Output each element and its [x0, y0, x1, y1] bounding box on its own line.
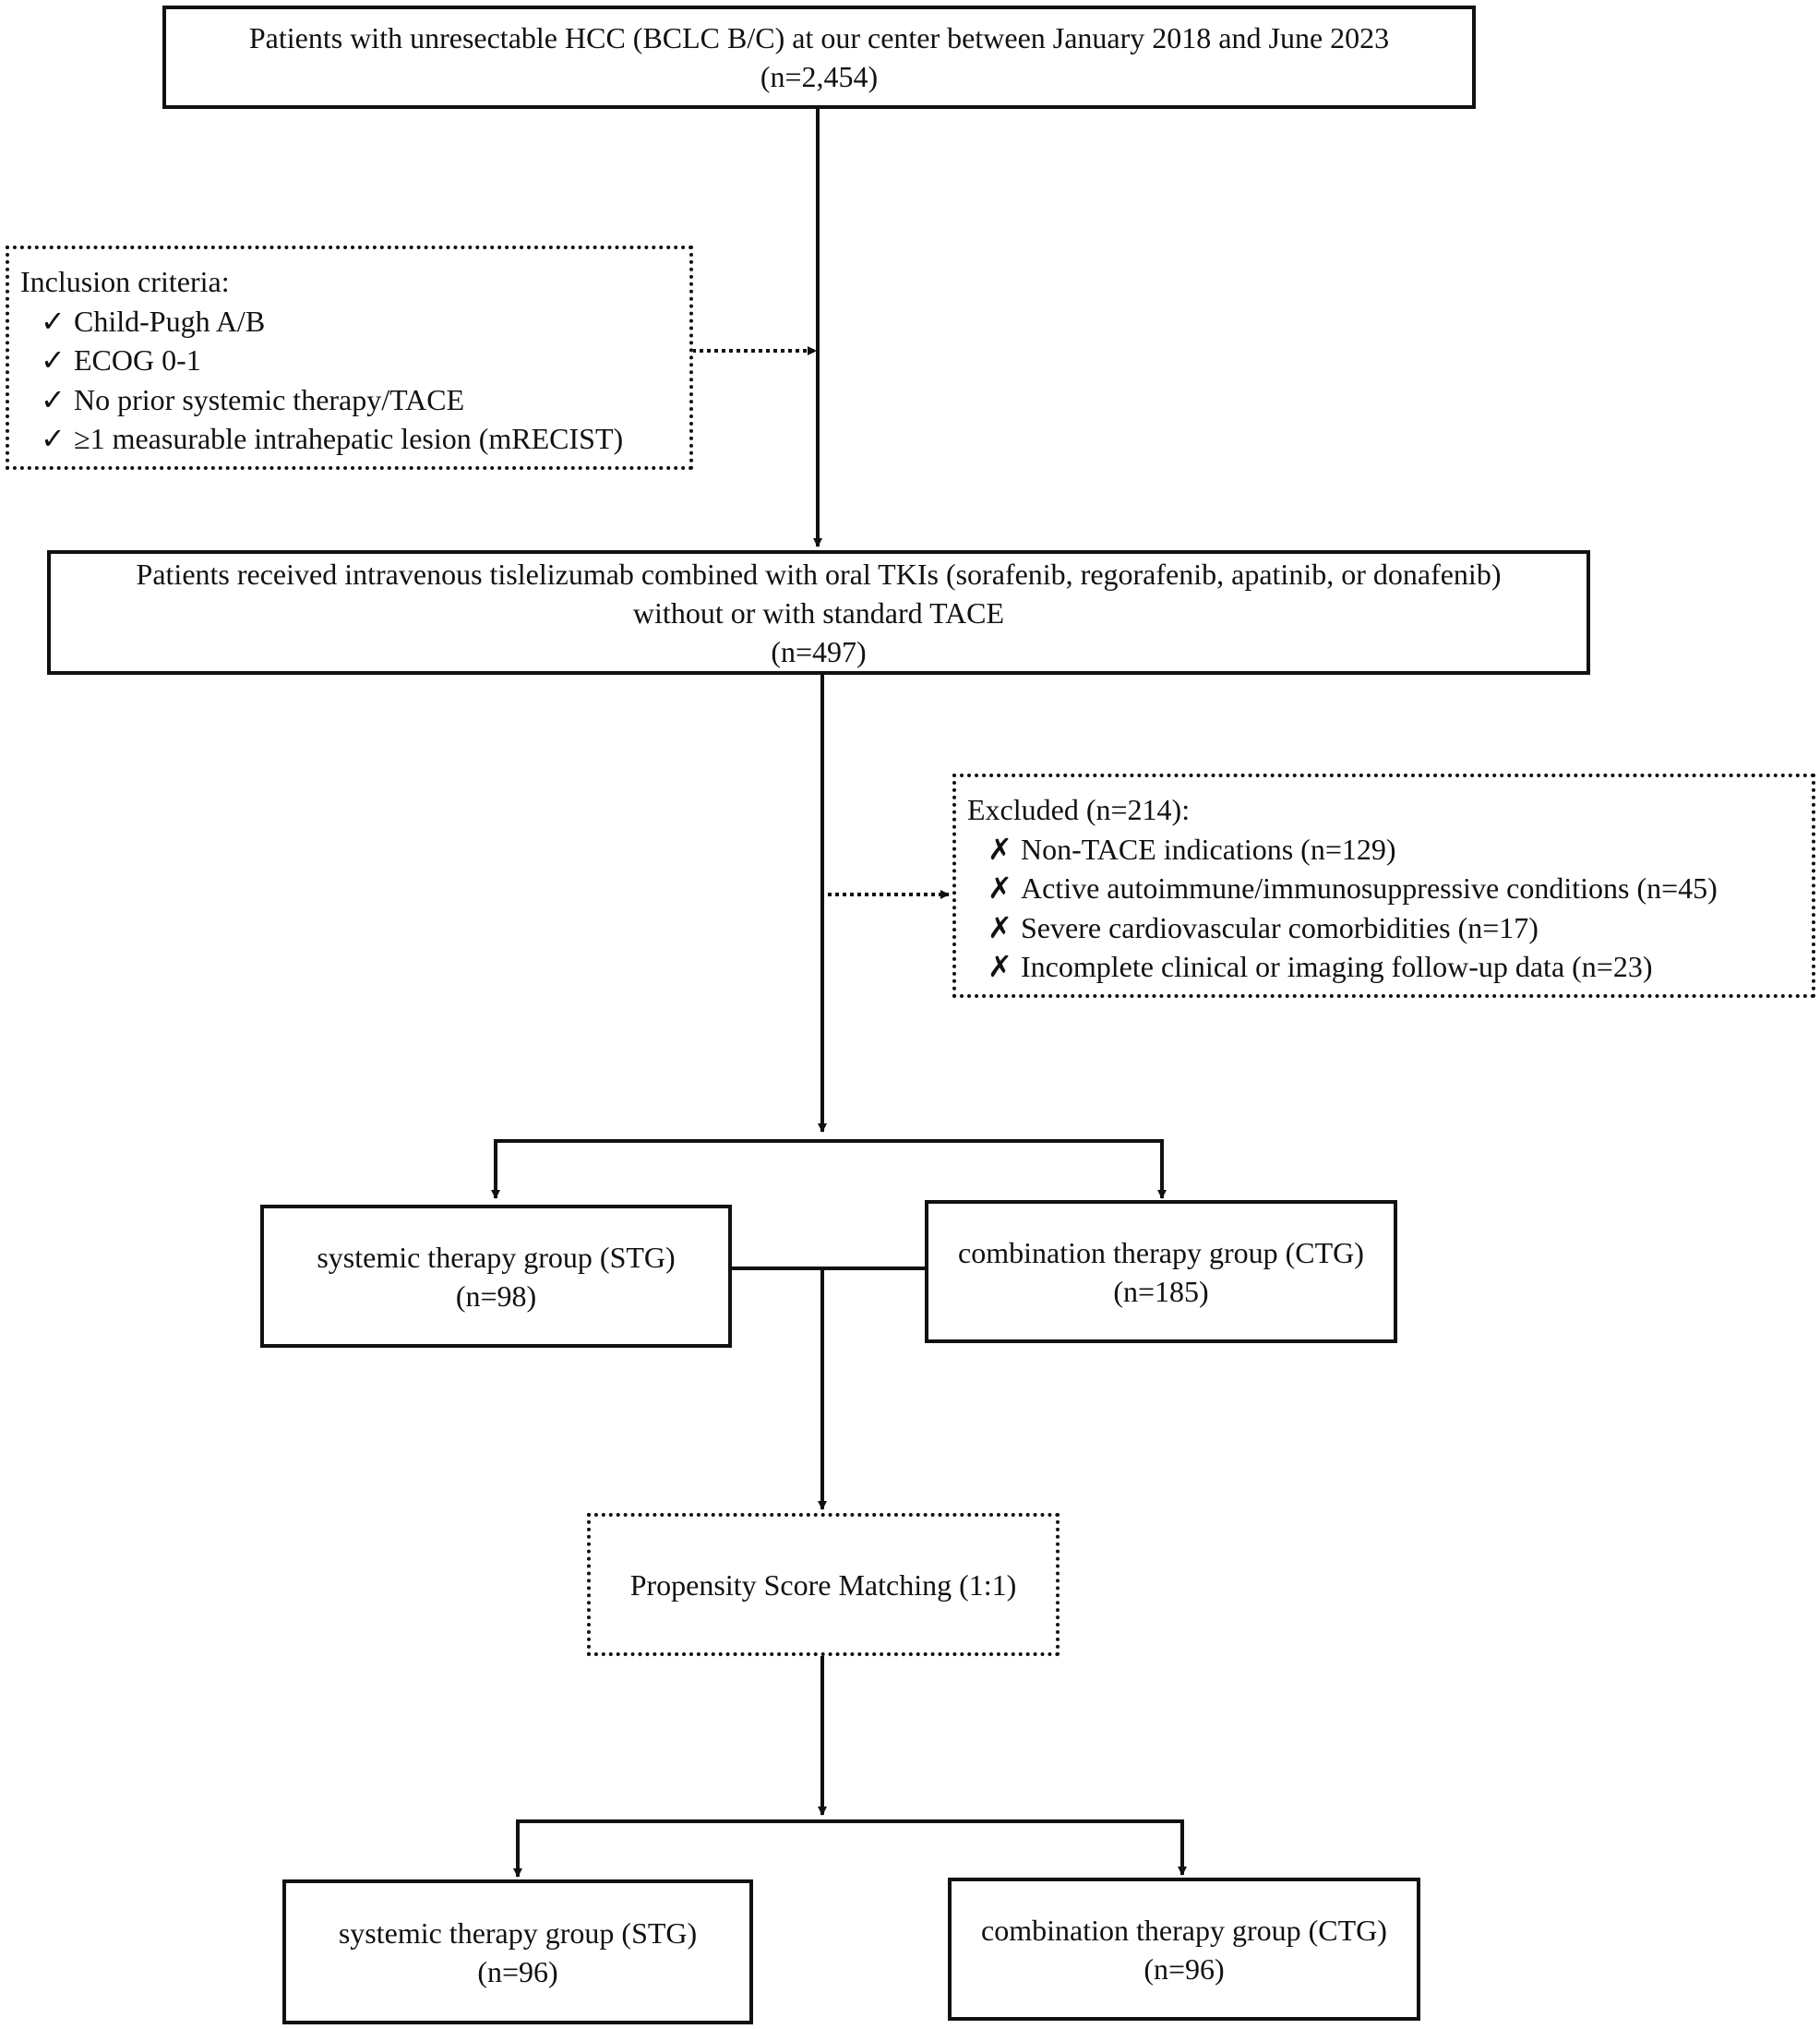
- stg-box-after: systemic therapy group (STG) (n=96): [282, 1879, 753, 2024]
- inclusion-item: ✓≥1 measurable intrahepatic lesion (mREC…: [20, 419, 689, 459]
- inclusion-title: Inclusion criteria:: [20, 265, 230, 298]
- excluded-box: Excluded (n=214): ✗Non-TACE indications …: [952, 774, 1815, 998]
- cross-icon: ✗: [988, 950, 1012, 983]
- ctg-count: (n=96): [1143, 1951, 1225, 1986]
- cross-icon: ✗: [988, 832, 1012, 866]
- stg-count: (n=98): [455, 1279, 537, 1313]
- start-line1: Patients with unresectable HCC (BCLC B/C…: [248, 21, 1390, 54]
- received-line1: Patients received intravenous tislelizum…: [136, 557, 1502, 591]
- cross-icon: ✗: [988, 871, 1012, 905]
- received-box: Patients received intravenous tislelizum…: [47, 550, 1590, 675]
- excluded-item: ✗Severe cardiovascular comorbidities (n=…: [967, 908, 1812, 948]
- inclusion-item: ✓Child-Pugh A/B: [20, 302, 689, 342]
- check-icon: ✓: [41, 382, 66, 416]
- excluded-item: ✗Active autoimmune/immunosuppressive con…: [967, 869, 1812, 908]
- start-box: Patients with unresectable HCC (BCLC B/C…: [162, 6, 1476, 109]
- excluded-title: Excluded (n=214):: [967, 793, 1191, 826]
- ctg-box-before: combination therapy group (CTG) (n=185): [925, 1200, 1397, 1343]
- start-count: (n=2,454): [760, 60, 879, 93]
- check-icon: ✓: [41, 304, 66, 338]
- ctg-count: (n=185): [1113, 1274, 1209, 1308]
- check-icon: ✓: [41, 343, 66, 377]
- inclusion-criteria-box: Inclusion criteria: ✓Child-Pugh A/B ✓ECO…: [6, 246, 693, 470]
- inclusion-item: ✓No prior systemic therapy/TACE: [20, 380, 689, 420]
- check-icon: ✓: [41, 422, 66, 455]
- excluded-item: ✗Incomplete clinical or imaging follow-u…: [967, 947, 1812, 987]
- received-line2: without or with standard TACE: [632, 595, 1005, 630]
- received-count: (n=497): [771, 634, 867, 668]
- psm-box: Propensity Score Matching (1:1): [587, 1513, 1060, 1656]
- split-connector-top: [494, 1139, 1164, 1198]
- stg-label: systemic therapy group (STG): [317, 1240, 676, 1274]
- stg-label: systemic therapy group (STG): [338, 1915, 698, 1950]
- ctg-label: combination therapy group (CTG): [981, 1913, 1387, 1947]
- inclusion-item: ✓ECOG 0-1: [20, 341, 689, 380]
- psm-label: Propensity Score Matching (1:1): [629, 1567, 1017, 1602]
- stg-count: (n=96): [477, 1954, 558, 1988]
- cross-icon: ✗: [988, 910, 1012, 944]
- stg-box-before: systemic therapy group (STG) (n=98): [260, 1205, 732, 1348]
- split-connector-bottom: [516, 1819, 1184, 1877]
- ctg-label: combination therapy group (CTG): [958, 1235, 1364, 1269]
- ctg-box-after: combination therapy group (CTG) (n=96): [948, 1878, 1420, 2021]
- excluded-item: ✗Non-TACE indications (n=129): [967, 830, 1812, 870]
